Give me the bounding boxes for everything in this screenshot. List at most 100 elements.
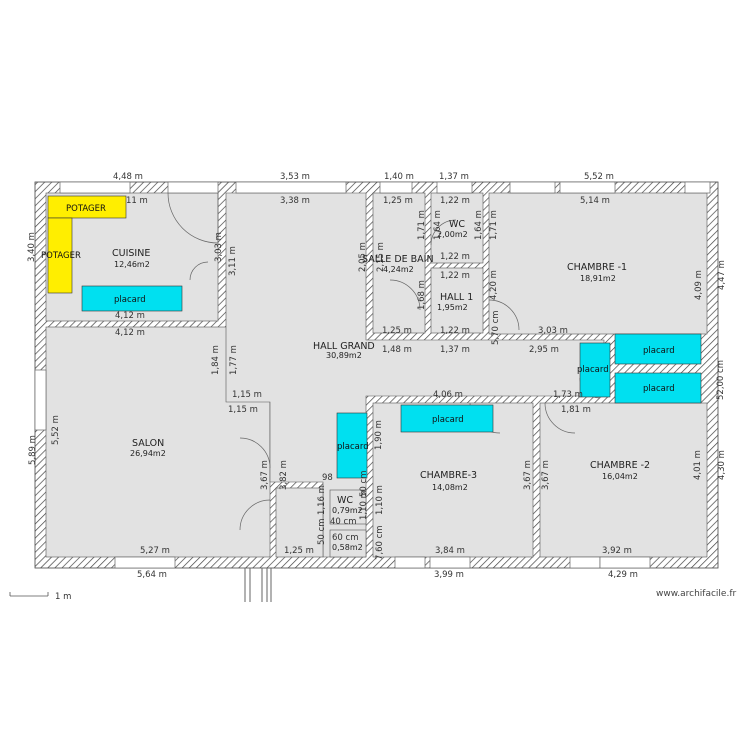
room-area-chambre2: 16,04m2	[602, 472, 638, 481]
room-name-chambre1: CHAMBRE -1	[567, 262, 627, 273]
wc2-floor	[329, 489, 367, 525]
dim-label: 1,10 m	[375, 485, 385, 515]
dim-label: 1,81 m	[561, 405, 591, 415]
placard-chambre1-a	[614, 333, 702, 365]
dim-label: 1,22 m	[440, 326, 470, 336]
dim-label: 2,95 m	[529, 345, 559, 355]
placard-chambre1-b	[579, 342, 611, 398]
dim-label: 1,84 m	[211, 345, 221, 375]
hall1-floor	[430, 267, 484, 334]
placard-chambre3	[400, 404, 494, 433]
dim-label: 3,67 m	[260, 460, 270, 490]
dim-label: 1,64 m	[474, 210, 484, 240]
room-area-chambre1: 18,91m2	[580, 274, 616, 283]
dim-label: 4,12 m	[115, 311, 145, 321]
room-floors	[45, 192, 708, 558]
dim-label: 4,12 m	[115, 328, 145, 338]
door-swings	[167, 192, 601, 531]
dim-label: 1,68 m	[417, 280, 427, 310]
dim-label: 3,03 m	[214, 232, 224, 262]
dim-label: 3,92 m	[602, 546, 632, 556]
placard-chambre3-label: placard	[432, 415, 464, 425]
dim-label: 4,09 m	[694, 270, 704, 300]
dim-label: 1,48 m	[382, 345, 412, 355]
placard-chambre2-label: placard	[643, 384, 675, 394]
dim-label: 3,03 m	[538, 326, 568, 336]
dim-label: 4,30 m	[717, 450, 727, 480]
watermark: www.archifacile.fr	[656, 589, 736, 599]
room-area-chambre3: 14,08m2	[432, 483, 468, 492]
placard-hall-label: placard	[337, 442, 369, 452]
dim-label: 1,37 m	[440, 345, 470, 355]
room-area-hall1: 1,95m2	[437, 303, 468, 312]
dim-label: 4,20 m	[489, 270, 499, 300]
dim-label: 5,14 m	[580, 196, 610, 206]
potager-left-label: POTAGER	[41, 251, 81, 261]
dim-label: 1,22 m	[440, 252, 470, 262]
dim-label: 3,40 m	[27, 232, 37, 262]
dim-label: 4,48 m	[113, 172, 143, 182]
dim-label: 1,64 m	[433, 210, 443, 240]
dim-label: 3,84 m	[435, 546, 465, 556]
dim-label: 98	[322, 473, 333, 483]
dim-label: 3,53 m	[280, 172, 310, 182]
dim-label: 3,38 m	[280, 196, 310, 206]
dim-label: 5,70 cm	[491, 310, 501, 345]
scale-label: 1 m	[55, 592, 71, 602]
dim-label: 5,52 m	[584, 172, 614, 182]
room-name-chambre3: CHAMBRE-3	[420, 470, 477, 481]
dim-label: 4,29 m	[608, 570, 638, 580]
chambre2-floor	[539, 402, 708, 558]
dim-label: 3,11 m	[228, 246, 238, 276]
dim-label: 1,71 m	[417, 210, 427, 240]
room-name-hall-grand: HALL GRAND	[313, 341, 375, 352]
dim-label: 4,01 m	[693, 450, 703, 480]
dim-label: 5,52 m	[51, 415, 61, 445]
dim-label: 2,15 m	[376, 242, 386, 272]
potager-top	[47, 195, 127, 219]
dim-label: 1,90 m	[374, 420, 384, 450]
salle-de-bain-floor	[372, 192, 426, 334]
placard-chambre1-b-label: placard	[577, 365, 609, 375]
fixtures	[47, 195, 702, 479]
placard-hall	[336, 412, 368, 479]
placard-chambre1-a-label: placard	[643, 346, 675, 356]
dim-label: 1,37 m	[439, 172, 469, 182]
entrance-steps	[244, 568, 272, 602]
dim-label: 3,67 m	[541, 460, 551, 490]
room-name-salon: SALON	[132, 438, 164, 449]
dim-label: 1,25 m	[284, 546, 314, 556]
dim-label: 5,89 m	[28, 435, 38, 465]
wc-floor	[430, 192, 484, 264]
dim-label: 7,60 cm	[375, 525, 385, 560]
dim-label: 3,67 m	[523, 460, 533, 490]
room-area-wc: 2,00m2	[437, 230, 468, 239]
room-area-salon: 26,94m2	[130, 449, 166, 458]
dim-label: 1,25 m	[382, 326, 412, 336]
placard-cuisine-label: placard	[114, 295, 146, 305]
hall-bottom-floor	[275, 487, 324, 558]
dim-label: 1,15 m	[228, 405, 258, 415]
dim-label: 5,64 m	[137, 570, 167, 580]
dim-label: 1,77 m	[229, 345, 239, 375]
dim-label: 4,06 m	[433, 390, 463, 400]
room-name-cuisine: CUISINE	[112, 248, 150, 259]
room-area-salle-de-bain: 4,24m2	[383, 265, 414, 274]
room-area-hall-grand: 30,89m2	[326, 351, 362, 360]
dim-label: 5,27 m	[140, 546, 170, 556]
dimension-labels: 4,48 m 3,53 m 1,40 m 1,37 m 5,52 m 11 m …	[27, 172, 727, 580]
small-room-floor	[329, 529, 367, 558]
dim-label: 50 cm	[317, 519, 327, 545]
dim-label: 60 cm	[332, 533, 358, 543]
dim-label: 4,47 m	[717, 260, 727, 290]
dim-label: 1,71 m	[489, 210, 499, 240]
dim-label: 40 cm	[330, 517, 356, 527]
room-name-hall1: HALL 1	[440, 292, 473, 303]
potager-top-label: POTAGER	[66, 204, 106, 214]
room-area-wc2: 0,79m2	[332, 506, 363, 515]
room-name-salle-de-bain: SALLE DE BAIN	[362, 254, 434, 265]
dim-label: 2,05 m	[358, 242, 368, 272]
dim-label: 1,10 m	[359, 490, 369, 520]
potager-left	[47, 217, 73, 294]
